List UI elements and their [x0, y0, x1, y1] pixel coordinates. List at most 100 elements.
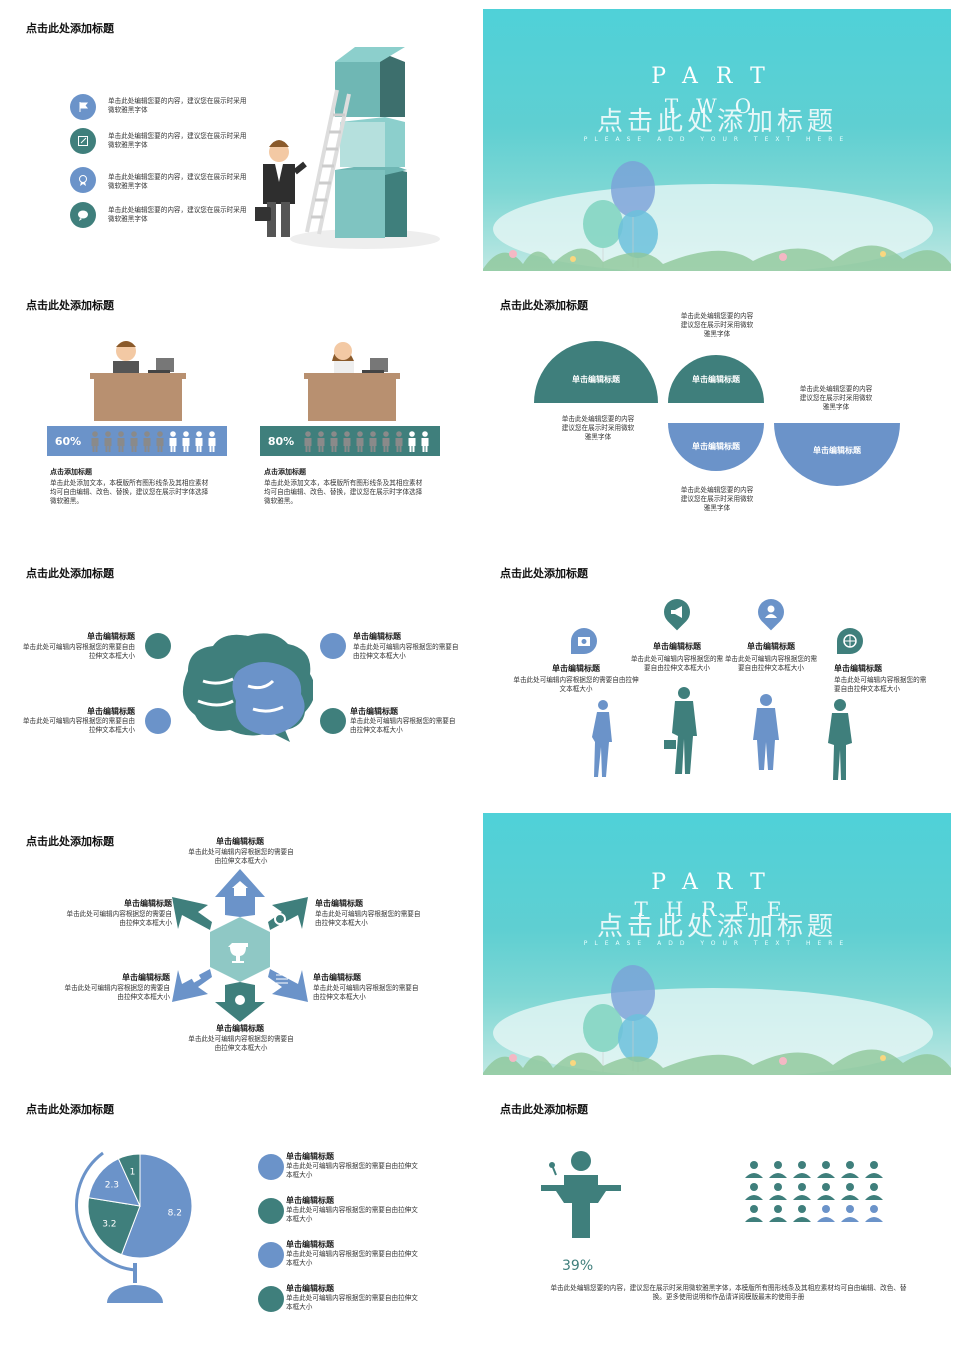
section-cover-part-two: PART TWO 点击此处添加标题 PLEASE ADD YOUR TEXT H… [483, 9, 951, 271]
section-title[interactable]: 点击此处添加标题 [596, 912, 837, 942]
audience-person-icon [793, 1183, 811, 1200]
slide-title[interactable]: 点击此处添加标题 [500, 1103, 588, 1116]
person-icon [304, 431, 312, 452]
businessman-ladder-illustration [255, 47, 440, 249]
item-text: 单击此处可编辑内容根据您的需要自由拉伸文本框大小 [286, 1250, 418, 1267]
progress-percent: 80% [267, 434, 295, 448]
section-subtitle: PLEASE ADD YOUR TEXT HERE [583, 940, 851, 947]
bullet-circle [258, 1154, 284, 1180]
audience-person-icon [745, 1205, 763, 1222]
person-icon [369, 431, 377, 452]
edit-icon [70, 128, 96, 154]
item-title: 单击编辑标题 [286, 1196, 334, 1205]
slide-5: 点击此处添加标题 单击编辑标题 单击此处可编辑内容根据您的需要自由拉伸文本框大小… [0, 549, 470, 811]
megaphone-icon [658, 593, 696, 631]
slide-title[interactable]: 点击此处添加标题 [500, 567, 588, 580]
slide-4: 点击此处添加标题 单击编辑标题 单击编辑标题 单击编辑标题 单击编辑标题 单击此… [474, 281, 944, 543]
semicircle-label: 单击编辑标题 [813, 446, 861, 455]
pie-chart: 8.23.22.31 [87, 1153, 193, 1259]
semicircle-text: 单击此处编辑您要的内容建议您在展示时采用微软雅黑字体 [561, 415, 635, 441]
item-text: 单击此处可编辑内容根据您的需要自由拉伸文本框大小 [350, 717, 456, 734]
section-title[interactable]: 点击此处添加标题 [596, 107, 837, 137]
item-title: 单击编辑标题 [313, 973, 361, 982]
item-text: 单击此处可编辑内容根据您的需要自由拉伸文本框大小 [353, 643, 459, 660]
progress-bar-60: 60% [47, 426, 227, 456]
slide-title[interactable]: 点击此处添加标题 [500, 299, 588, 312]
audience-person-icon [865, 1205, 883, 1222]
item-title: 单击编辑标题 [286, 1152, 334, 1161]
pie-slice [120, 1153, 193, 1259]
item-text: 单击此处可编辑内容根据您的需要自由拉伸文本框大小 [286, 1162, 418, 1179]
slide-title[interactable]: 点击此处添加标题 [26, 299, 114, 312]
item-text: 单击此处可编辑内容根据您的需要自由拉伸文本框大小 [513, 676, 639, 693]
progress-bar-80: 80% [260, 426, 440, 456]
semicircle-diagram [534, 341, 900, 486]
progress-percent: 60% [54, 434, 82, 448]
pie-label: 3.2 [102, 1220, 116, 1230]
panel-body: 单击此处添加文本，本模版所有图形线条及其相应素材均可自由编辑、改色、替换，建议您… [264, 479, 423, 505]
item-text: 单击此处可编辑内容根据您的需要自由拉伸文本框大小 [630, 655, 724, 672]
pie-slice [117, 1153, 141, 1207]
item-title: 单击编辑标题 [286, 1284, 334, 1293]
audience-person-icon [817, 1205, 835, 1222]
chat-icon [70, 202, 96, 228]
item-title: 单击编辑标题 [747, 642, 795, 651]
bullet-circle [258, 1286, 284, 1312]
list-item-text: 单击此处编辑您要的内容，建议您在展示时采用微软雅黑字体 [108, 132, 247, 149]
audience-person-icon [769, 1161, 787, 1178]
panel-heading: 点击添加标题 [50, 468, 92, 476]
person-icon [395, 431, 403, 452]
bullet-circle [258, 1198, 284, 1224]
panel-body: 单击此处添加文本，本模版所有图形线条及其相应素材均可自由编辑、改色、替换，建议您… [50, 479, 209, 505]
item-text: 单击此处可编辑内容根据您的需要自由拉伸文本框大小 [286, 1294, 418, 1311]
section-subtitle: PLEASE ADD YOUR TEXT HERE [583, 136, 851, 143]
audience-person-icon [817, 1161, 835, 1178]
semicircle-text: 单击此处编辑您要的内容建议您在展示时采用微软雅黑字体 [680, 312, 754, 338]
audience-person-icon [865, 1183, 883, 1200]
item-title: 单击编辑标题 [653, 642, 701, 651]
item-title: 单击编辑标题 [834, 664, 882, 673]
pie-label: 1 [130, 1167, 136, 1177]
audience-person-icon [841, 1161, 859, 1178]
pie-label: 2.3 [105, 1181, 119, 1191]
item-title: 单击编辑标题 [87, 632, 135, 641]
audience-person-icon [817, 1183, 835, 1200]
audience-person-icon [793, 1161, 811, 1178]
item-text: 单击此处可编辑内容根据您的需要自由拉伸文本框大小 [313, 984, 419, 1001]
item-title: 单击编辑标题 [353, 632, 401, 641]
audience-person-icon [841, 1205, 859, 1222]
slide-title[interactable]: 点击此处添加标题 [26, 22, 114, 35]
award-icon [70, 167, 96, 193]
person-icon [104, 431, 112, 452]
slide-title[interactable]: 点击此处添加标题 [26, 1103, 114, 1116]
person-icon [143, 431, 151, 452]
audience-person-icon [769, 1205, 787, 1222]
slide-title[interactable]: 点击此处添加标题 [26, 567, 114, 580]
person-icon [408, 431, 416, 452]
item-text: 单击此处可编辑内容根据您的需要自由拉伸文本框大小 [66, 910, 173, 927]
slide-10: 点击此处添加标题 39% 单击此处编辑您要的内容，建议您在展示时采用微软雅黑字体… [474, 1085, 944, 1347]
person-icon [356, 431, 364, 452]
part-label: PART [651, 64, 783, 89]
semicircle-text: 单击此处编辑您要的内容建议您在展示时采用微软雅黑字体 [680, 486, 754, 512]
slide-title[interactable]: 点击此处添加标题 [26, 835, 114, 848]
item-text: 单击此处可编辑内容根据您的需要自由拉伸文本框大小 [188, 1035, 294, 1052]
bullet-circle [145, 708, 171, 734]
item-text: 单击此处可编辑内容根据您的需要自由拉伸文本框大小 [724, 655, 818, 672]
user-icon [752, 593, 790, 631]
hexagon-arrows-diagram [172, 869, 308, 1022]
person-icon [130, 431, 138, 452]
section-cover-part-three: PART THREE 点击此处添加标题 PLEASE ADD YOUR TEXT… [483, 813, 951, 1075]
list-item-text: 单击此处编辑您要的内容，建议您在展示时采用微软雅黑字体 [108, 173, 247, 190]
item-text: 单击此处可编辑内容根据您的需要自由拉伸文本框大小 [22, 643, 135, 660]
part-word: TWO [664, 94, 770, 118]
item-title: 单击编辑标题 [315, 899, 363, 908]
person-icon [182, 431, 190, 452]
audience-person-icon [745, 1161, 763, 1178]
person-icon [169, 431, 177, 452]
semicircle-label: 单击编辑标题 [572, 375, 620, 384]
semicircle-label: 单击编辑标题 [692, 442, 740, 451]
people-icons [91, 431, 216, 452]
audience-icons [745, 1161, 883, 1222]
audience-person-icon [769, 1183, 787, 1200]
